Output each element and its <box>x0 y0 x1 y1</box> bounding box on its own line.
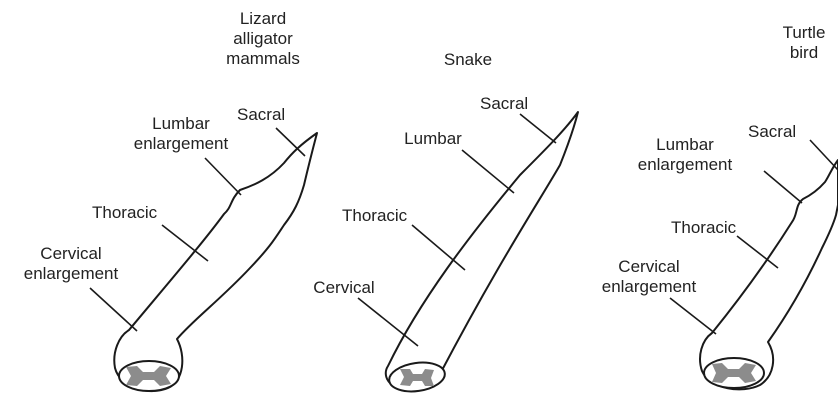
panel-2-thoracic-label: Thoracic <box>342 206 407 226</box>
panel-1-cervical-line-2: enlargement <box>8 264 134 284</box>
snake-cervical-pointer <box>358 298 418 346</box>
panel-snake-cord <box>358 112 578 395</box>
panel-1-cervical-label: Cervical enlargement <box>8 244 134 284</box>
turtle-lumbar-pointer <box>764 171 802 203</box>
panel-1-title-line-2: alligator <box>213 29 313 49</box>
panel-1-thoracic-label: Thoracic <box>92 203 157 223</box>
lizard-cervical-pointer <box>90 288 137 331</box>
panel-2-title-line-1: Snake <box>428 50 508 70</box>
panel-3-cervical-line-1: Cervical <box>586 257 712 277</box>
panel-2-cervical-label: Cervical <box>304 278 384 298</box>
panel-1-title-line-3: mammals <box>213 49 313 69</box>
turtle-cord-outline <box>700 160 838 389</box>
panel-2-sacral-label: Sacral <box>480 94 528 114</box>
panel-1-cervical-line-1: Cervical <box>8 244 134 264</box>
panel-1-lumbar-line-2: enlargement <box>128 134 234 154</box>
panel-3-cervical-label: Cervical enlargement <box>586 257 712 297</box>
panel-2-lumbar-label: Lumbar <box>398 129 468 149</box>
panel-2-cervical-line-1: Cervical <box>304 278 384 298</box>
turtle-cervical-pointer <box>670 298 716 334</box>
snake-sacral-pointer <box>520 114 556 143</box>
panel-1-title: Lizard alligator mammals <box>213 9 313 69</box>
turtle-sacral-pointer <box>810 140 838 170</box>
lizard-sacral-pointer <box>276 128 305 156</box>
snake-lumbar-pointer <box>462 150 514 193</box>
panel-3-lumbar-label: Lumbar enlargement <box>620 135 750 175</box>
panel-3-title: Turtle bird <box>774 23 834 63</box>
panel-1-title-line-1: Lizard <box>213 9 313 29</box>
panel-2-lumbar-line-1: Lumbar <box>398 129 468 149</box>
panel-3-lumbar-line-2: enlargement <box>620 155 750 175</box>
panel-3-title-line-1: Turtle <box>774 23 834 43</box>
snake-thoracic-pointer <box>412 225 465 270</box>
panel-2-title: Snake <box>428 50 508 70</box>
panel-3-cervical-line-2: enlargement <box>586 277 712 297</box>
panel-1-sacral-label: Sacral <box>237 105 285 125</box>
panel-3-sacral-label: Sacral <box>748 122 796 142</box>
panel-3-lumbar-line-1: Lumbar <box>620 135 750 155</box>
lizard-cord-outline <box>114 133 317 391</box>
panel-3-thoracic-label: Thoracic <box>671 218 736 238</box>
panel-1-lumbar-label: Lumbar enlargement <box>128 114 234 154</box>
lizard-lumbar-pointer <box>205 158 241 195</box>
panel-3-title-line-2: bird <box>774 43 834 63</box>
panel-1-lumbar-line-1: Lumbar <box>128 114 234 134</box>
snake-cord-outline <box>386 112 578 389</box>
